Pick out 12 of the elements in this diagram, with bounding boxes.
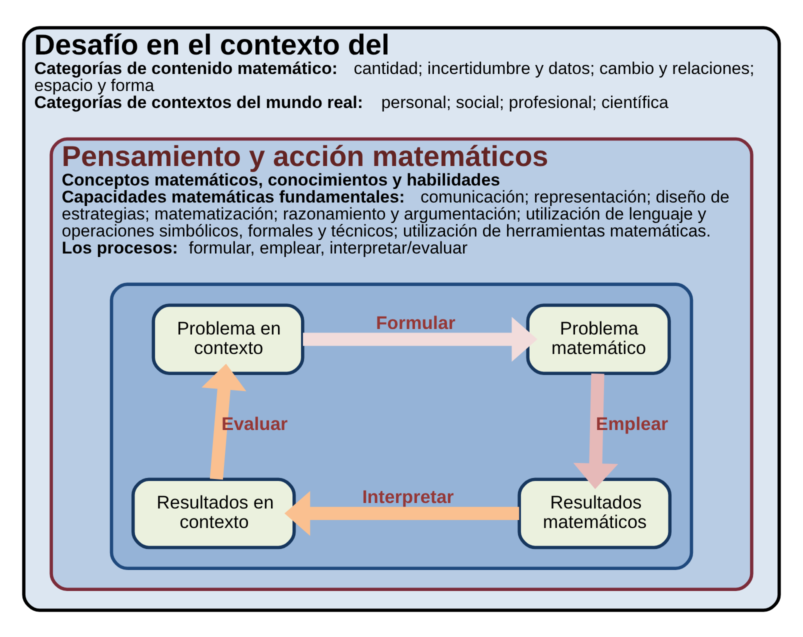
- arrow: [573, 373, 618, 489]
- arrow: [284, 490, 520, 536]
- edge-label: Interpretar: [362, 486, 454, 507]
- node-box: Resultados en contexto: [131, 477, 296, 549]
- edge-label: Formular: [376, 312, 456, 333]
- node-box: Problema en contexto: [152, 303, 304, 374]
- cluster: [110, 282, 694, 570]
- arrow: [202, 363, 246, 480]
- edge-label: Emplear: [596, 412, 668, 434]
- arrow: [303, 316, 538, 362]
- node-box: Problema matemático: [526, 303, 671, 374]
- node-box: Resultados matemáticos: [518, 477, 672, 549]
